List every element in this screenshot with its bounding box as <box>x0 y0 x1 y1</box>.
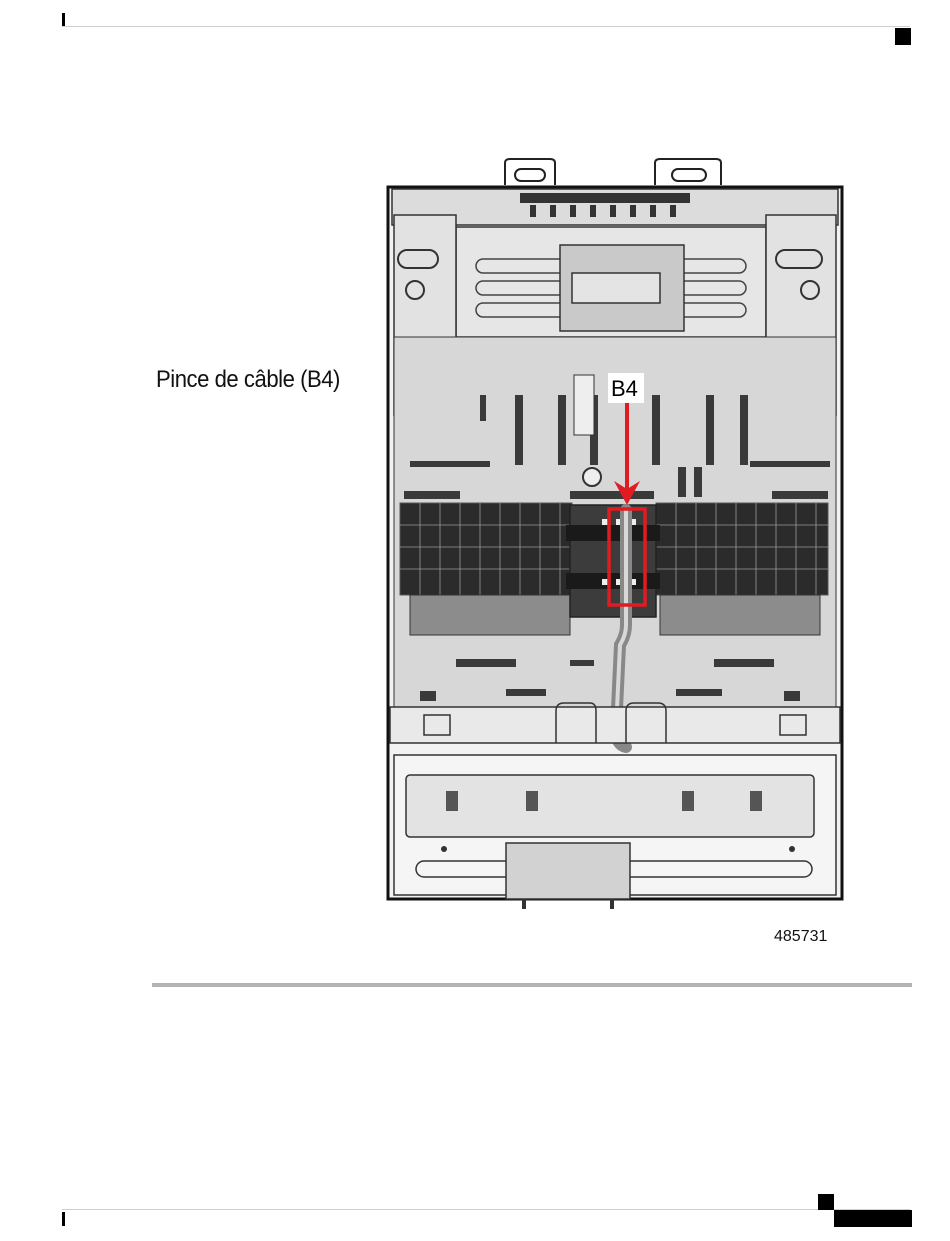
cpu-socket <box>570 505 656 617</box>
section-divider <box>152 983 912 987</box>
footer-marker <box>818 1194 834 1210</box>
b4-marker-label: B4 <box>611 376 638 401</box>
top-handles <box>505 159 721 185</box>
header-tick <box>62 13 65 26</box>
header-rule <box>62 26 910 27</box>
front-panel-board <box>506 843 630 899</box>
server-diagram: B4 <box>380 155 850 910</box>
figure-number: 485731 <box>774 928 827 946</box>
header-marker <box>895 28 911 45</box>
footer-tick <box>62 1212 65 1226</box>
footer-page-tab <box>834 1210 912 1227</box>
footer-rule <box>62 1209 910 1210</box>
cable-clamp-callout: Pince de câble (B4) <box>156 366 340 394</box>
